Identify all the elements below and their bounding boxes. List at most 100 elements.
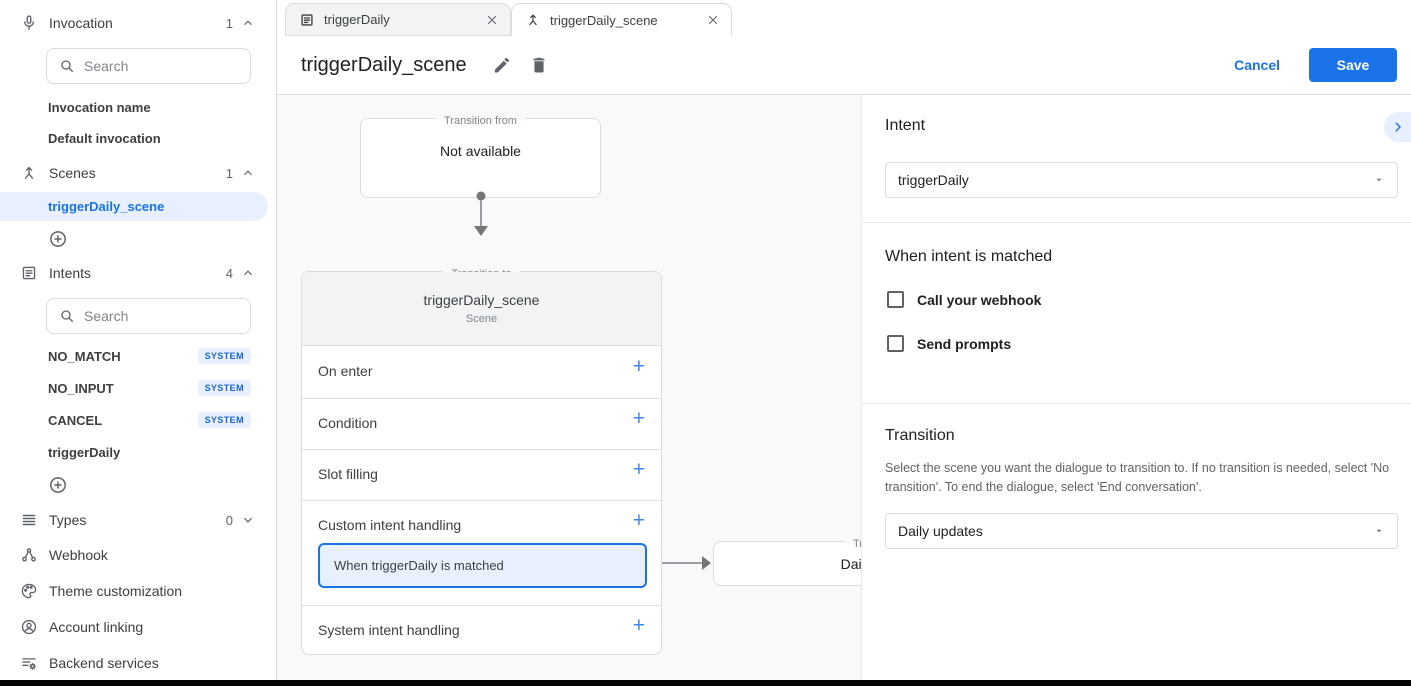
invocation-search-input[interactable]	[84, 58, 234, 74]
tab-triggerdaily[interactable]: triggerDaily	[285, 3, 511, 36]
selected-scene-label: triggerDaily_scene	[48, 199, 165, 214]
selected-intent-handler[interactable]: When triggerDaily is matched	[318, 543, 647, 588]
close-tab-icon[interactable]	[485, 13, 499, 27]
intent-select[interactable]: triggerDaily	[885, 162, 1398, 198]
panel-divider	[862, 222, 1411, 223]
save-button[interactable]: Save	[1309, 48, 1397, 82]
webhook-icon	[20, 546, 38, 564]
intents-search	[46, 298, 251, 334]
chevron-right-icon	[1395, 122, 1401, 132]
row-label: On enter	[318, 363, 373, 379]
intent-label: CANCEL	[48, 412, 103, 428]
sidebar-item-webhook[interactable]: Webhook	[0, 543, 277, 567]
cancel-button[interactable]: Cancel	[1234, 57, 1280, 73]
sidebar-item-triggerdaily[interactable]: triggerDaily	[0, 441, 277, 463]
scene-node-header: triggerDaily_scene Scene	[302, 272, 661, 346]
section-label: Types	[49, 512, 87, 528]
row-label: Condition	[318, 415, 378, 431]
sidebar-item-cancel[interactable]: CANCEL SYSTEM	[0, 409, 277, 431]
sidebar-item-triggerdaily-scene[interactable]: triggerDaily_scene	[0, 192, 268, 221]
row-custom-intent-handling[interactable]: Custom intent handling + When triggerDai…	[302, 500, 661, 605]
collapse-panel-button[interactable]	[1384, 112, 1411, 142]
page-title: triggerDaily_scene	[301, 53, 467, 76]
add-slot-filling-button[interactable]: +	[632, 458, 645, 481]
edit-pencil-icon[interactable]	[492, 55, 512, 75]
row-label: System intent handling	[318, 622, 460, 638]
intents-search-input[interactable]	[84, 308, 234, 324]
checkbox-unchecked[interactable]	[887, 291, 904, 308]
row-slot-filling[interactable]: Slot filling +	[302, 449, 661, 500]
intent-section-heading: Intent	[885, 117, 926, 134]
close-tab-icon[interactable]	[706, 13, 720, 27]
transition-from-node[interactable]: Transition from Not available	[360, 115, 601, 198]
palette-icon	[20, 582, 38, 600]
intents-icon	[20, 264, 38, 282]
sidebar-item-backend-services[interactable]: Backend services	[0, 651, 277, 675]
transition-select[interactable]: Daily updates	[885, 513, 1398, 549]
intent-label: NO_INPUT	[48, 380, 114, 396]
matched-section-heading: When intent is matched	[885, 248, 1053, 265]
sidebar-section-scenes[interactable]: Scenes 1	[0, 161, 277, 185]
add-condition-button[interactable]: +	[632, 407, 645, 430]
search-icon	[59, 308, 75, 324]
add-on-enter-button[interactable]: +	[632, 355, 645, 378]
chevron-up-icon[interactable]	[241, 166, 255, 180]
sidebar-item-no-match[interactable]: NO_MATCH SYSTEM	[0, 345, 277, 367]
handler-label: When triggerDaily is matched	[334, 558, 504, 573]
system-badge: SYSTEM	[197, 412, 251, 428]
add-intent-button[interactable]	[48, 475, 68, 495]
tab-label: triggerDaily_scene	[550, 12, 658, 28]
tab-triggerdaily-scene[interactable]: triggerDaily_scene	[511, 3, 732, 36]
row-on-enter[interactable]: On enter +	[302, 347, 661, 398]
sidebar-section-intents[interactable]: Intents 4	[0, 261, 277, 285]
dropdown-caret-icon	[1373, 525, 1385, 537]
dropdown-caret-icon	[1373, 174, 1385, 186]
checkbox-unchecked[interactable]	[887, 335, 904, 352]
scene-split-icon	[525, 12, 541, 28]
row-system-intent-handling[interactable]: System intent handling +	[302, 605, 661, 656]
system-badge: SYSTEM	[197, 380, 251, 396]
invocation-search	[46, 48, 251, 84]
sidebar-item-no-input[interactable]: NO_INPUT SYSTEM	[0, 377, 277, 399]
sidebar-item-theme-customization[interactable]: Theme customization	[0, 579, 277, 603]
add-custom-intent-button[interactable]: +	[632, 509, 645, 532]
add-scene-button[interactable]	[48, 229, 68, 249]
backend-services-icon	[20, 654, 38, 672]
sidebar-item-account-linking[interactable]: Account linking	[0, 615, 277, 639]
tool-label: Account linking	[49, 619, 144, 635]
section-count: 1	[225, 15, 233, 31]
checkbox-label: Call your webhook	[917, 291, 1042, 308]
window-bottom-edge	[0, 680, 1411, 686]
title-bar: triggerDaily_scene Cancel Save	[277, 36, 1411, 95]
row-condition[interactable]: Condition +	[302, 398, 661, 449]
sidebar-item-invocation-name[interactable]: Invocation name	[48, 100, 151, 115]
sidebar-section-types[interactable]: Types 0	[0, 508, 277, 532]
transition-select-value: Daily updates	[898, 523, 983, 539]
intent-select-value: triggerDaily	[898, 172, 969, 188]
sidebar-item-default-invocation[interactable]: Default invocation	[48, 131, 161, 146]
section-label: Intents	[49, 265, 92, 281]
intent-label: NO_MATCH	[48, 348, 121, 364]
intent-label: triggerDaily	[48, 444, 121, 460]
chevron-down-icon[interactable]	[241, 513, 255, 527]
delete-trash-icon[interactable]	[529, 55, 549, 75]
system-badge: SYSTEM	[197, 348, 251, 364]
transition-from-value: Not available	[440, 143, 521, 159]
add-system-intent-button[interactable]: +	[632, 614, 645, 637]
section-count: 4	[225, 265, 233, 281]
chevron-up-icon[interactable]	[241, 16, 255, 30]
row-label: Custom intent handling	[318, 517, 462, 533]
microphone-icon	[20, 14, 38, 32]
sidebar-section-invocation[interactable]: Invocation 1	[0, 11, 277, 35]
send-prompts-checkbox-row[interactable]: Send prompts	[887, 335, 1011, 352]
intent-doc-icon	[299, 12, 315, 28]
section-count: 1	[225, 165, 233, 181]
scene-node-title: triggerDaily_scene	[423, 292, 540, 308]
call-webhook-checkbox-row[interactable]: Call your webhook	[887, 291, 1041, 308]
checkbox-label: Send prompts	[917, 335, 1012, 352]
types-icon	[20, 511, 38, 529]
transition-description: Select the scene you want the dialogue t…	[885, 461, 1390, 495]
chevron-up-icon[interactable]	[241, 266, 255, 280]
scene-node-triggerdaily-scene[interactable]: Transition to triggerDaily_scene Scene O…	[301, 268, 662, 656]
tool-label: Theme customization	[49, 583, 183, 599]
